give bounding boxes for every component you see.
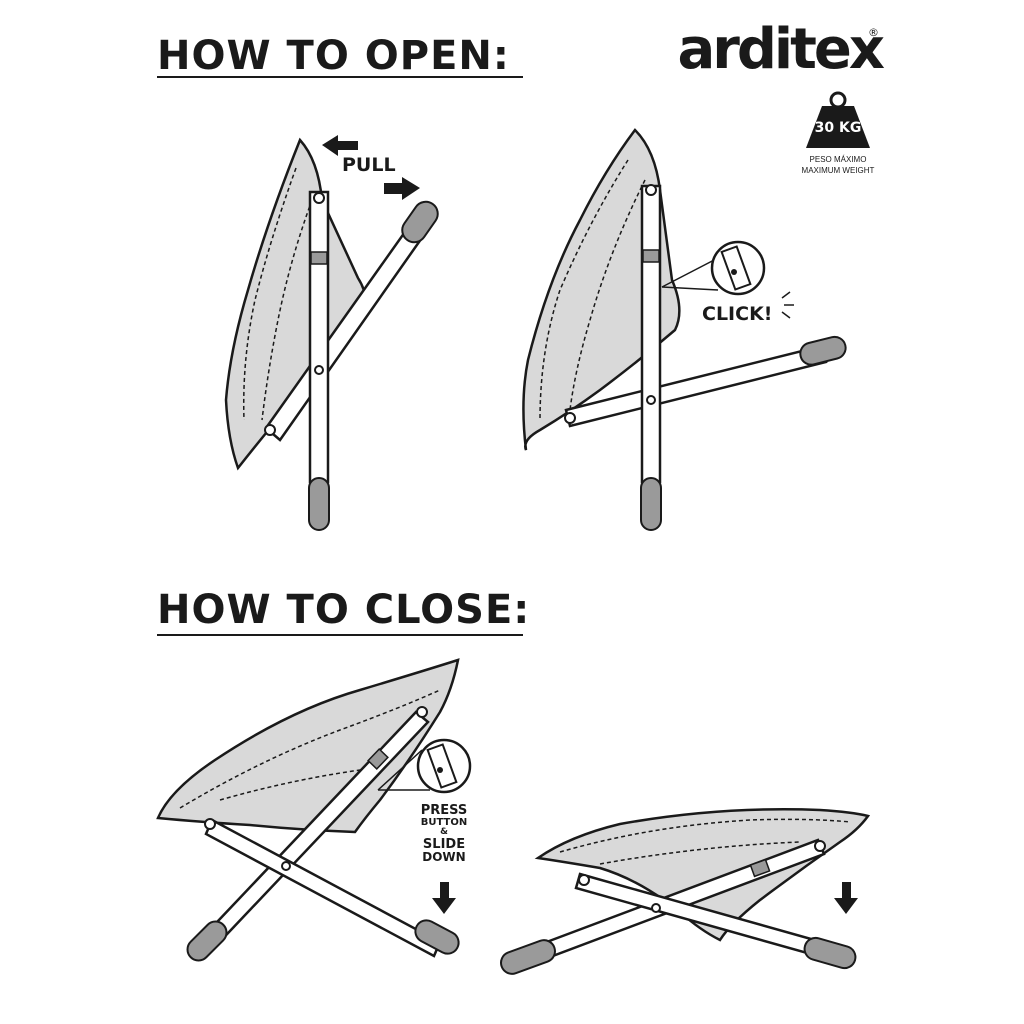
arrow-down-icon (834, 882, 858, 914)
close-title: HOW TO CLOSE: (157, 587, 531, 633)
open-title: HOW TO OPEN: (157, 33, 510, 79)
press-line: DOWN (422, 850, 466, 865)
weight-label-es: PESO MÁXIMO (809, 155, 867, 164)
open-step-2-chair (522, 128, 847, 531)
open-title-underline (157, 76, 523, 78)
press-line: BUTTON (420, 816, 468, 828)
arrow-left-icon (322, 135, 358, 156)
magnifier-icon (377, 738, 472, 794)
brand-logo: arditex (677, 17, 885, 82)
arrow-right-icon (384, 177, 420, 200)
click-label: CLICK! (702, 303, 773, 325)
registered-mark: ® (868, 26, 879, 39)
weight-icon (806, 91, 870, 148)
weight-value: 30 KG (814, 120, 862, 136)
weight-label-en: MAXIMUM WEIGHT (801, 166, 875, 175)
magnifier-icon (661, 240, 766, 296)
pull-label: PULL (342, 154, 396, 176)
press-line: SLIDE (422, 836, 466, 852)
open-step-1-chair (224, 137, 439, 531)
press-line: & (440, 827, 448, 838)
click-burst-icon (781, 291, 794, 319)
press-button-instruction: PRESS BUTTON & SLIDE DOWN (410, 804, 478, 864)
press-line: PRESS (420, 803, 468, 818)
close-title-underline (157, 634, 523, 636)
arrow-down-icon (432, 882, 456, 914)
close-step-1-chair (156, 658, 460, 962)
close-step-2-chair (500, 808, 871, 975)
